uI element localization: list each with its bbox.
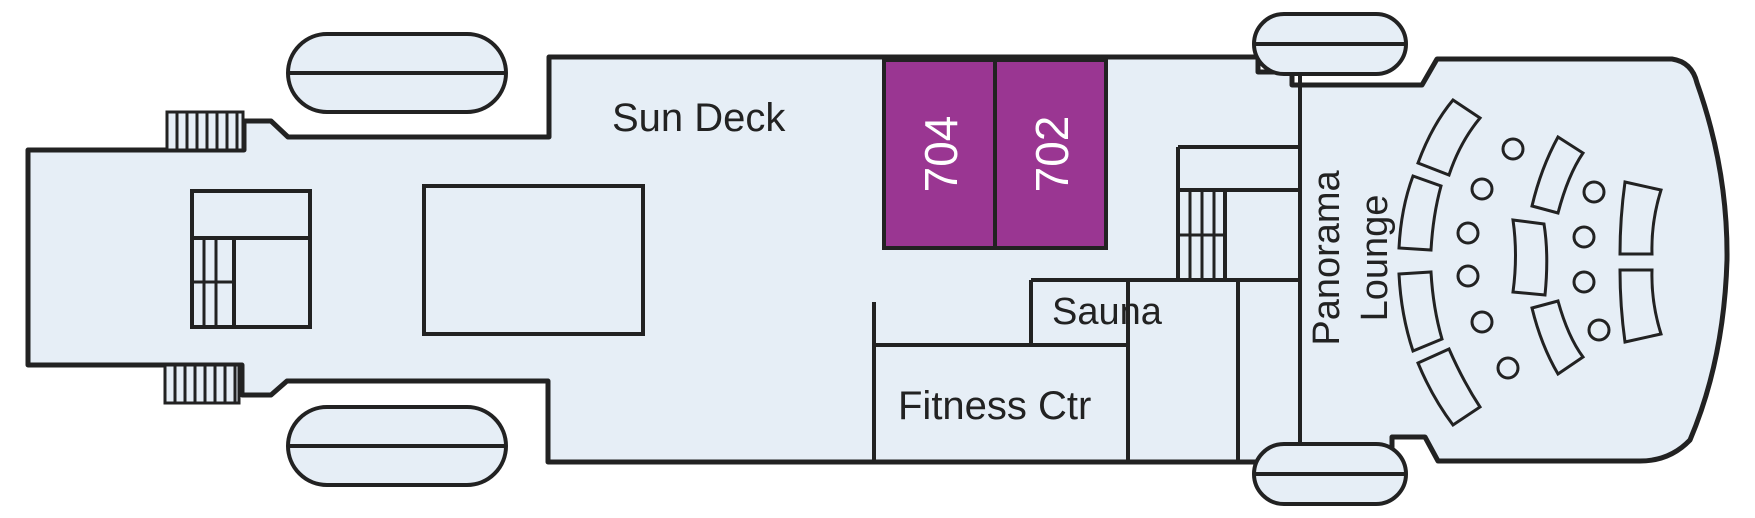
sofa — [1530, 134, 1586, 215]
table — [1456, 264, 1480, 288]
table — [1587, 318, 1611, 342]
sun-deck-label: Sun Deck — [612, 96, 786, 140]
cabin-702-number: 702 — [1026, 116, 1078, 193]
table — [1572, 270, 1596, 294]
stern-stairwell — [190, 189, 312, 329]
lounge-seating — [1397, 98, 1663, 428]
sauna-label: Sauna — [1052, 291, 1163, 333]
lifeboat-top-right — [1252, 12, 1408, 76]
table — [1501, 137, 1525, 161]
table — [1470, 177, 1494, 201]
sofa — [1618, 268, 1663, 344]
cabin-704-number: 704 — [915, 116, 967, 193]
cabin-702 — [993, 58, 1108, 250]
sofa — [1416, 98, 1483, 177]
cabin-704 — [882, 58, 997, 250]
sofa — [1511, 218, 1549, 297]
table — [1470, 310, 1494, 334]
stern-ladder-bottom — [163, 363, 241, 405]
table — [1572, 225, 1596, 249]
sofa — [1618, 180, 1663, 256]
sofa — [1416, 347, 1483, 428]
stern-ladder-top — [165, 110, 245, 152]
sofa — [1397, 270, 1444, 354]
lounge-label: Lounge — [1354, 195, 1396, 322]
sofa — [1530, 299, 1586, 377]
table — [1456, 221, 1480, 245]
deck-outline — [25, 54, 1730, 465]
pool-area — [422, 184, 645, 336]
lifeboat-bottom-right — [1252, 442, 1408, 506]
lifeboat-top-left — [286, 32, 508, 114]
lifeboat-bottom-left — [286, 405, 508, 487]
table — [1496, 356, 1520, 380]
sofa — [1397, 174, 1443, 252]
table — [1582, 180, 1606, 204]
interior-walls — [872, 72, 1302, 462]
fitness-center-label: Fitness Ctr — [898, 384, 1091, 428]
panorama-label: Panorama — [1306, 169, 1348, 345]
